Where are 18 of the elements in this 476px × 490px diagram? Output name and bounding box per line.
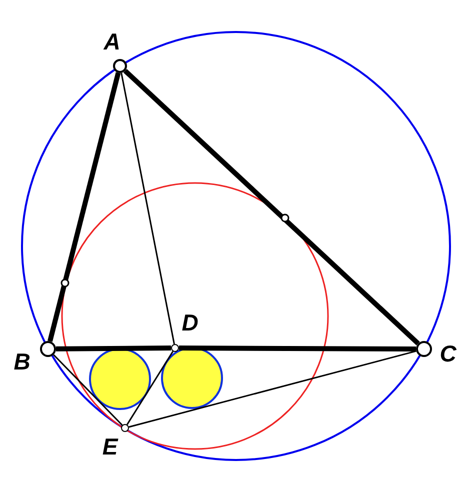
line-segment (53, 354, 123, 426)
line-segment (123, 68, 420, 346)
line-segment (48, 72, 121, 342)
line-segment (120, 72, 175, 344)
line-segment (56, 346, 172, 352)
point (171, 344, 179, 352)
point-label: B (14, 350, 30, 374)
point-label: C (440, 342, 456, 366)
point-label: E (102, 436, 118, 458)
point-label: A (104, 30, 120, 54)
line-segment (126, 351, 174, 425)
line-segment (128, 350, 416, 428)
line-segment (178, 346, 416, 352)
point (416, 341, 432, 357)
point (121, 424, 129, 432)
point-label: D (182, 312, 198, 334)
point (40, 341, 56, 357)
point (113, 59, 127, 73)
